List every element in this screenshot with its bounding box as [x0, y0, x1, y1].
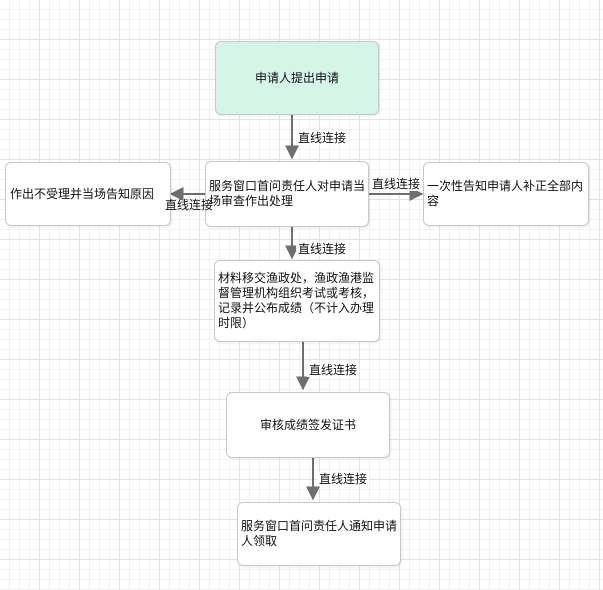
node-review: 服务窗口首问责任人对申请当场审查作出处理: [205, 161, 369, 227]
edge-label-apply-review: 直线连接: [296, 131, 349, 145]
node-apply: 申请人提出申请: [215, 41, 379, 115]
node-collect-label: 服务窗口首问责任人通知申请人领取: [241, 519, 398, 548]
node-reject-label: 作出不受理并当场告知原因: [10, 186, 155, 201]
edge-label-issue-collect: 直线连接: [317, 472, 370, 486]
node-apply-label: 申请人提出申请: [254, 70, 339, 85]
edge-label-review-reject: 直线连接: [165, 198, 214, 212]
node-issue: 审核成绩签发证书: [226, 392, 390, 458]
edge-label-review-notify: 直线连接: [370, 177, 423, 191]
node-notify-label: 一次性告知申请人补正全部内容: [427, 179, 584, 208]
node-collect: 服务窗口首问责任人通知申请人领取: [237, 502, 401, 566]
edge-label-exam-issue: 直线连接: [307, 363, 360, 377]
node-exam-label: 材料移交渔政处，渔政渔港监督管理机构组织考试或考核，记录并公布成绩（不计入办理时…: [218, 271, 375, 330]
node-exam: 材料移交渔政处，渔政渔港监督管理机构组织考试或考核，记录并公布成绩（不计入办理时…: [214, 260, 380, 342]
edge-label-review-exam: 直线连接: [296, 242, 349, 256]
node-review-label: 服务窗口首问责任人对申请当场审查作出处理: [209, 179, 366, 208]
node-notify: 一次性告知申请人补正全部内容: [423, 162, 589, 226]
node-issue-label: 审核成绩签发证书: [259, 417, 356, 432]
node-reject: 作出不受理并当场告知原因: [5, 162, 171, 226]
